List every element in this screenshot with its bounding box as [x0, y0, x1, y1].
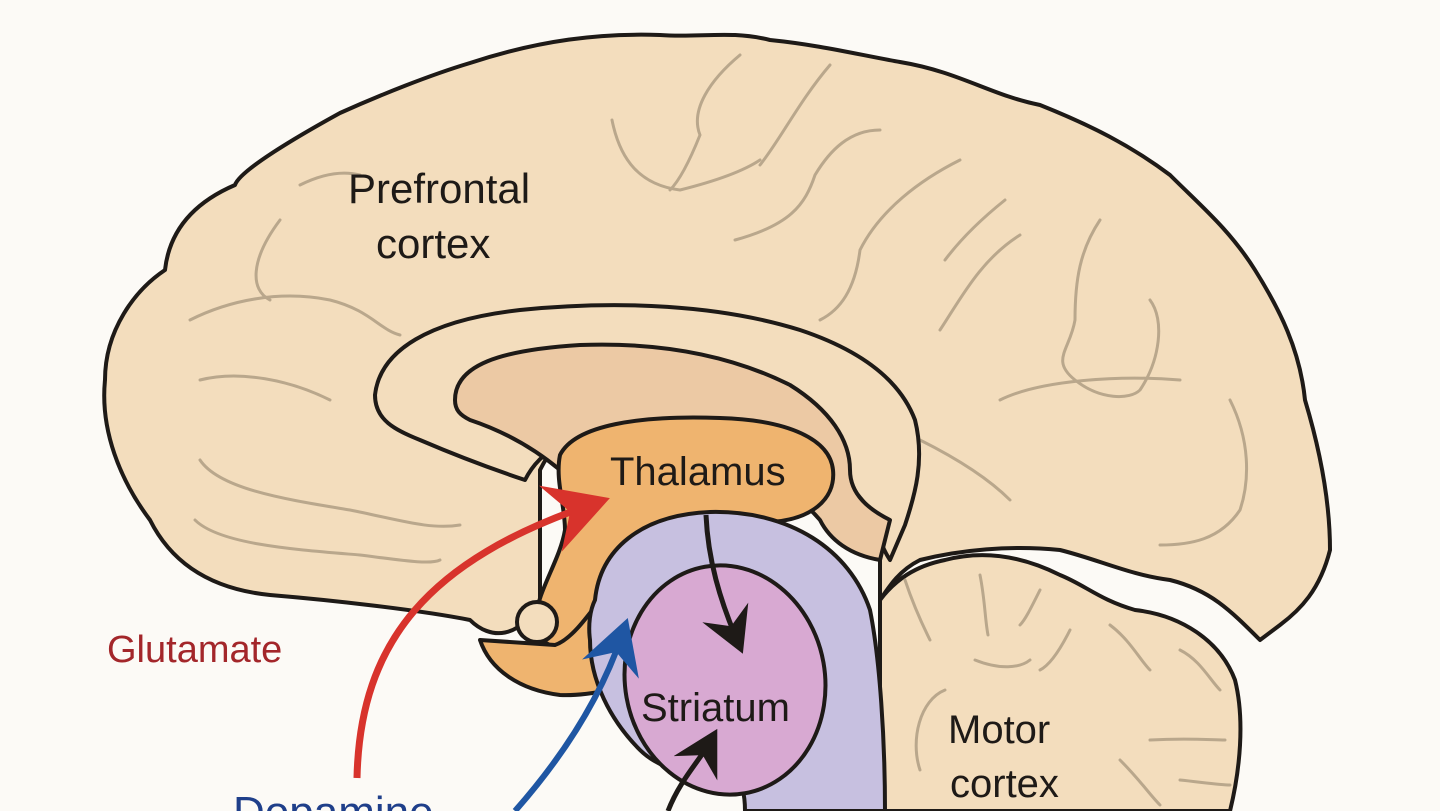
- lateral-ventricle: [453, 342, 892, 562]
- label-dopamine: Dopamine: [233, 788, 434, 811]
- label-motor-cortex-1: Motor: [948, 708, 1050, 752]
- label-prefrontal-cortex-2: cortex: [376, 220, 490, 267]
- input-to-striatum-arrow: [665, 728, 718, 811]
- label-thalamus: Thalamus: [610, 450, 786, 494]
- label-striatum: Striatum: [641, 686, 790, 730]
- thalamus-to-striatum-arrow: [702, 514, 749, 654]
- sulci: [188, 53, 1248, 564]
- glutamate-arrow: [353, 485, 610, 779]
- hypothalamus: [478, 598, 612, 698]
- label-prefrontal-cortex-1: Prefrontal: [348, 165, 530, 212]
- cerebellum-folia: [903, 573, 1232, 807]
- mammillary-body: [515, 600, 559, 644]
- dopamine-arrow: [512, 617, 639, 811]
- cerebellum-shape: [878, 553, 1243, 811]
- label-glutamate: Glutamate: [107, 629, 282, 671]
- label-motor-cortex-2: cortex: [950, 762, 1059, 806]
